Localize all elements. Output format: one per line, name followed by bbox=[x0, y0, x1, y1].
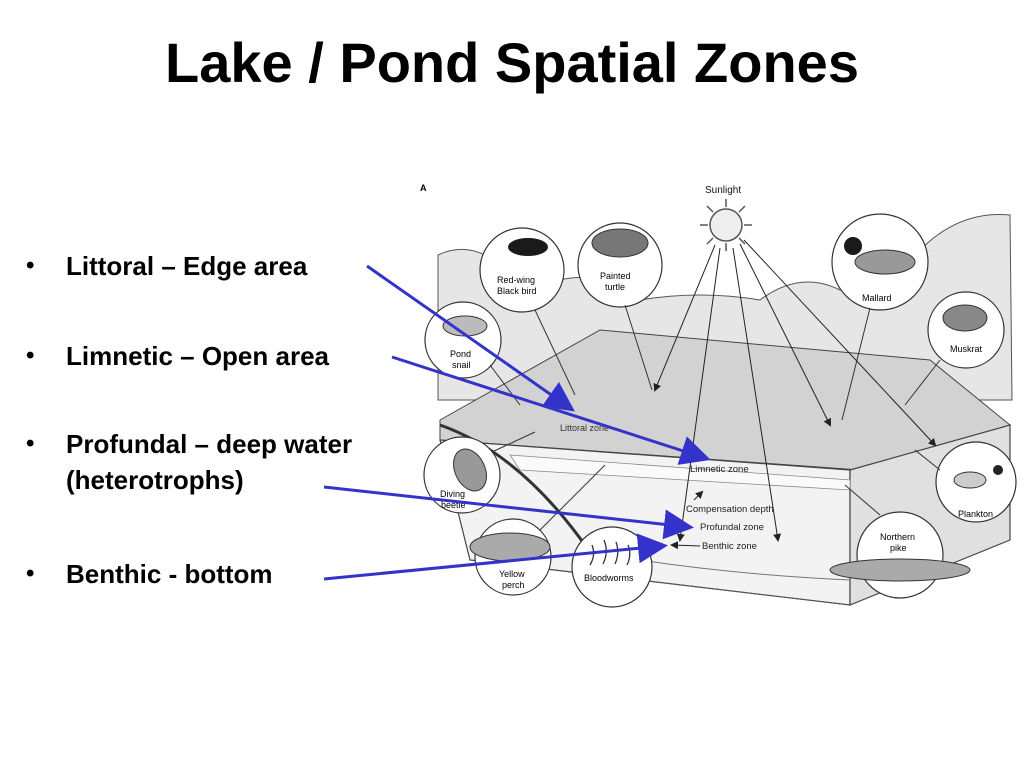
beetle-icon bbox=[453, 448, 487, 492]
compensation-arrow bbox=[693, 490, 704, 501]
muskrat-label: Muskrat bbox=[950, 344, 983, 354]
pike-label-2: pike bbox=[890, 543, 907, 553]
bullet-text: Benthic - bottom bbox=[66, 559, 273, 589]
turtle-icon bbox=[591, 228, 649, 258]
bullet-dot: • bbox=[26, 252, 35, 279]
littoral-zone-label: Littoral zone bbox=[560, 423, 609, 433]
mallard-label: Mallard bbox=[862, 293, 892, 303]
profundal-zone-label: Profundal zone bbox=[700, 522, 764, 533]
arrow-littoral bbox=[366, 264, 575, 412]
arrow-limnetic bbox=[391, 355, 711, 465]
bullet-text: Profundal – deep water (heterotrophs) bbox=[66, 429, 353, 495]
slide-title: Lake / Pond Spatial Zones bbox=[165, 31, 859, 94]
bullet-limnetic: • Limnetic – Open area bbox=[26, 338, 426, 374]
turtle-callout: Painted turtle bbox=[577, 222, 663, 391]
annotation-arrows bbox=[323, 264, 711, 581]
sun-icon bbox=[700, 199, 752, 251]
bullet-benthic: • Benthic - bottom bbox=[26, 556, 426, 592]
beetle-callout: Diving beetle bbox=[423, 431, 536, 514]
snail-label-1: Pond bbox=[450, 349, 471, 359]
limnetic-band bbox=[509, 454, 851, 491]
beetle-label-2: beetle bbox=[441, 500, 466, 510]
perch-label-2: perch bbox=[502, 580, 525, 590]
beetle-label-1: Diving bbox=[440, 489, 465, 499]
mallard-icon bbox=[854, 249, 916, 275]
bullet-dot: • bbox=[26, 430, 35, 457]
benthic-pointer bbox=[670, 541, 701, 550]
blackbird-label-1: Red-wing bbox=[497, 275, 535, 285]
snail-label-2: snail bbox=[452, 360, 471, 370]
bloodworms-label: Bloodworms bbox=[584, 573, 634, 583]
blackbird-callout: Red-wing Black bird bbox=[479, 227, 576, 396]
panel-letter: A bbox=[420, 183, 427, 193]
bullet-dot: • bbox=[26, 560, 35, 587]
turtle-label-2: turtle bbox=[605, 282, 625, 292]
bullet-text: Limnetic – Open area bbox=[66, 341, 329, 371]
arrow-benthic bbox=[323, 533, 668, 581]
bullet-text: Littoral – Edge area bbox=[66, 251, 308, 281]
turtle-label-1: Painted bbox=[600, 271, 631, 281]
pike-icon bbox=[829, 558, 971, 582]
sun-rays bbox=[653, 239, 937, 542]
bullet-profundal: • Profundal – deep water (heterotrophs) bbox=[26, 426, 426, 498]
perch-label-1: Yellow bbox=[499, 569, 525, 579]
blackbird-icon bbox=[508, 238, 548, 256]
mallard-callout: Mallard bbox=[831, 213, 929, 421]
perch-callout: Yellow perch bbox=[469, 464, 606, 596]
compensation-depth-label: Compensation depth bbox=[686, 504, 774, 515]
muskrat-callout: Muskrat bbox=[904, 291, 1005, 406]
bullet-littoral: • Littoral – Edge area bbox=[26, 248, 426, 284]
muskrat-icon bbox=[942, 304, 988, 332]
blackbird-label-2: Black bird bbox=[497, 286, 537, 296]
arrow-profundal bbox=[323, 485, 694, 540]
plankton-icon bbox=[953, 471, 987, 489]
plankton-callout: Plankton bbox=[914, 441, 1017, 523]
pike-callout: Northern pike bbox=[829, 484, 971, 599]
bullet-dot: • bbox=[26, 342, 35, 369]
sediment-bed bbox=[639, 559, 851, 581]
pike-label-1: Northern bbox=[880, 532, 915, 542]
limnetic-zone-label: Limnetic zone bbox=[690, 464, 749, 475]
bloodworms-callout: Bloodworms bbox=[571, 526, 653, 608]
sunlight-label: Sunlight bbox=[705, 185, 741, 196]
plankton-label: Plankton bbox=[958, 509, 993, 519]
benthic-zone-label: Benthic zone bbox=[702, 541, 757, 552]
